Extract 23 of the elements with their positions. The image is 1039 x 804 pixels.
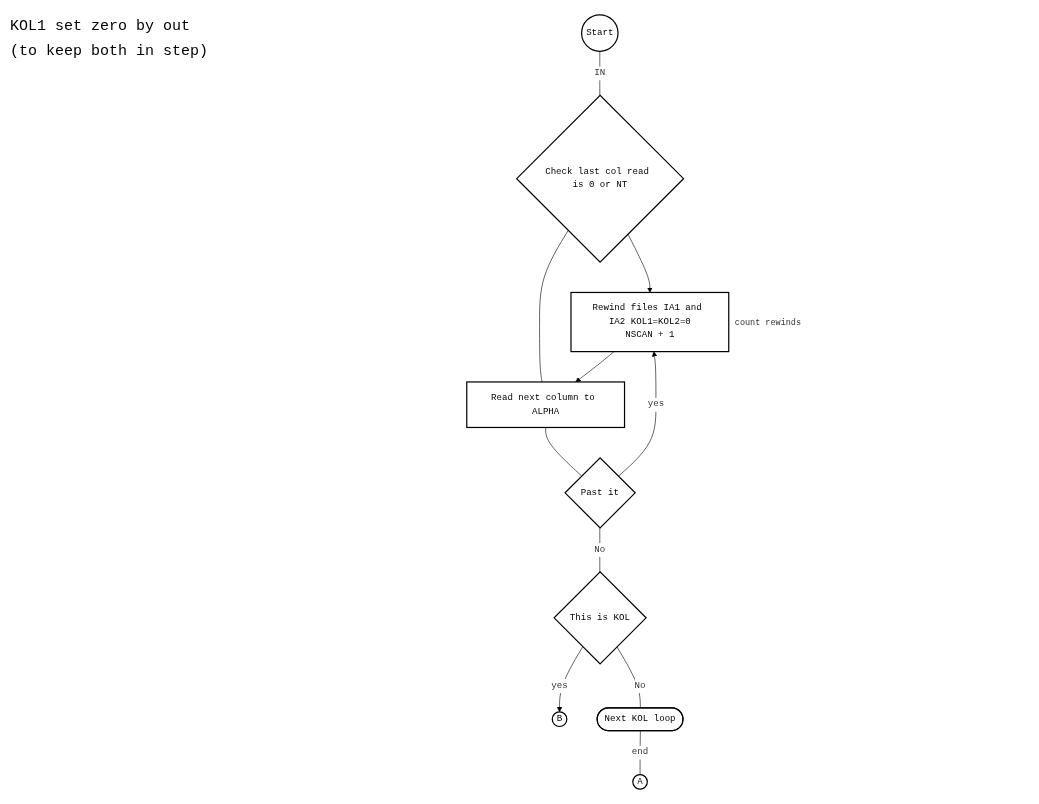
connector <box>639 730 641 775</box>
note-text: KOL1 set zero by out <box>10 18 192 35</box>
edge-label: end <box>631 746 649 758</box>
edge-label: No <box>634 680 646 691</box>
edge-label: No <box>594 544 606 555</box>
side-note: count rewinds <box>734 318 801 329</box>
connector <box>599 527 601 573</box>
node-diamond: Check last col read is 0 or NT <box>515 94 685 263</box>
note-text: (to keep both in step) <box>10 43 210 60</box>
edge-label: yes <box>647 399 665 410</box>
node-box: Rewind files IA1 and IA2 KOL1=KOL2=0 NSCAN + 1 <box>570 291 730 353</box>
connector <box>545 427 582 477</box>
node-diamond: This is KOL <box>553 571 647 665</box>
node-box: Read next column to ALPHA <box>466 381 626 429</box>
node-circle: B <box>551 711 568 728</box>
connector <box>599 50 601 96</box>
edge-label: IN <box>594 67 606 78</box>
node-circle: Start <box>581 14 619 52</box>
node-diamond: Past it <box>564 456 636 529</box>
edge-label: yes <box>551 680 568 691</box>
node-circle: A <box>632 773 648 790</box>
connector <box>616 646 641 709</box>
connector <box>539 230 569 383</box>
